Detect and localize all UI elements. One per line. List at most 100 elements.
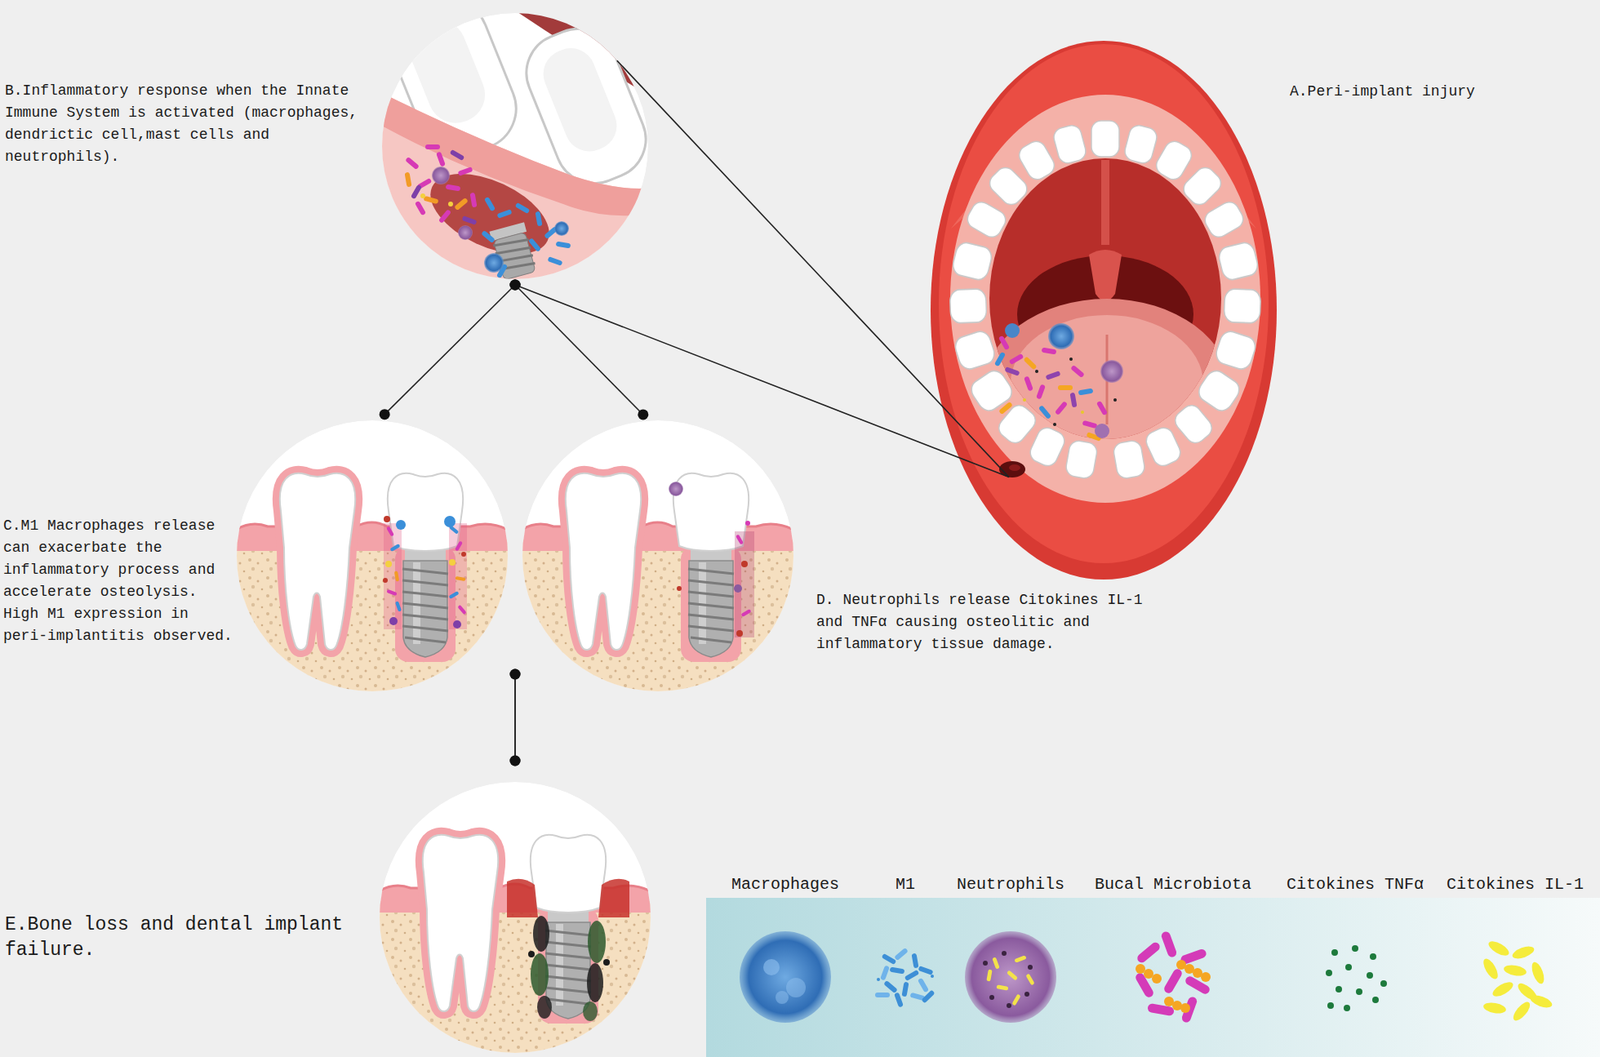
rect-shape [383,523,402,630]
circle-shape [1143,968,1154,979]
use-shape [404,156,420,170]
circle-shape [554,221,569,236]
use-shape [998,335,1010,352]
circle-shape [431,166,450,185]
connector-dot [510,755,521,767]
circle-shape [1327,1002,1334,1009]
circle-shape [1345,964,1352,971]
use-shape [881,953,898,965]
zoom-illustration [375,0,658,294]
circle-shape [1001,951,1007,956]
connector-dot [379,408,391,420]
use-shape [435,151,446,168]
use-shape [386,589,397,596]
legend-item: Macrophages [691,874,880,896]
node-label: D. Neutrophils release Citokines IL-1 an… [816,589,1156,656]
g-shape [1480,938,1554,1024]
use-shape [964,198,1009,240]
circle-shape [1004,323,1020,338]
circle-shape [786,977,806,998]
use-shape [1008,353,1025,365]
use-shape [1035,384,1046,400]
use-shape [480,230,496,244]
circle-shape [603,959,610,966]
connector-line [515,284,1009,478]
circle-shape [733,584,743,593]
teeth [949,120,1261,480]
g-shape [982,160,1232,482]
use-shape [1078,387,1094,396]
use-shape [1201,198,1247,240]
use-shape [386,525,395,537]
use-shape [986,163,1032,209]
use-shape [528,237,542,253]
use-shape [740,608,752,618]
legend-label: Macrophages [691,874,880,896]
use-shape [904,969,920,982]
use-shape [1091,120,1120,157]
circle-shape [982,960,988,966]
legend-item: Citokines TNFα [1261,874,1449,896]
use-shape [1006,970,1018,982]
ellipse-shape [950,94,1261,503]
use-shape [918,965,934,976]
use-shape [1171,401,1216,448]
use-shape [497,208,513,219]
circle-shape [930,974,934,978]
circle-shape [1069,357,1073,361]
connector-dot [637,408,649,420]
circle-shape [1200,972,1211,983]
circle-shape [1151,973,1162,984]
ellipse-shape [537,995,552,1019]
use-shape [911,953,919,969]
path-shape [1088,249,1122,302]
ellipse-shape [1480,956,1501,982]
circle-shape [1094,423,1110,439]
use-shape [1025,973,1035,987]
legend-label: Citokines IL-1 [1421,874,1600,896]
circle-shape [739,931,832,1023]
mouth-node: A.Peri-implant injury [930,40,1278,580]
circle-shape [763,959,780,976]
circle-shape [964,931,1057,1023]
use-shape [1069,392,1077,409]
legend-item: Bucal Microbiota [1079,874,1267,896]
use-shape [1213,328,1258,372]
use-shape [1045,370,1062,381]
circle-shape [385,560,392,568]
use-shape [889,966,906,974]
use-shape [1023,376,1034,392]
ellipse-shape [1008,464,1021,472]
ellipse-shape [1529,960,1547,986]
legend-label: Citokines TNFα [1261,874,1449,896]
use-shape [462,215,478,226]
ellipse-shape [582,1001,598,1022]
circle-shape [1027,964,1033,970]
circle-shape [382,577,388,583]
connector-dot [510,669,521,680]
use-shape [995,401,1040,448]
ellipse-shape [1528,993,1554,1011]
circle-shape [453,620,462,629]
connector-line [515,284,644,415]
connector [510,669,521,767]
circle-shape [389,617,398,626]
ellipse-shape [930,40,1277,580]
circle-shape [1325,969,1333,977]
path-shape [598,879,630,918]
use-shape [995,984,1009,991]
connector [510,280,649,421]
circle-shape [1366,972,1374,979]
use-shape [735,533,744,545]
use-shape [1041,346,1058,355]
circle-shape [1006,1003,1012,1009]
circle-shape [1080,410,1085,414]
use-shape [395,600,402,612]
circle-shape [1369,953,1377,960]
ellipse-shape [530,953,549,996]
neutrophil-inflammation [668,481,755,638]
use-shape [404,172,412,188]
implant-scene [376,782,654,1057]
use-shape [454,576,466,582]
